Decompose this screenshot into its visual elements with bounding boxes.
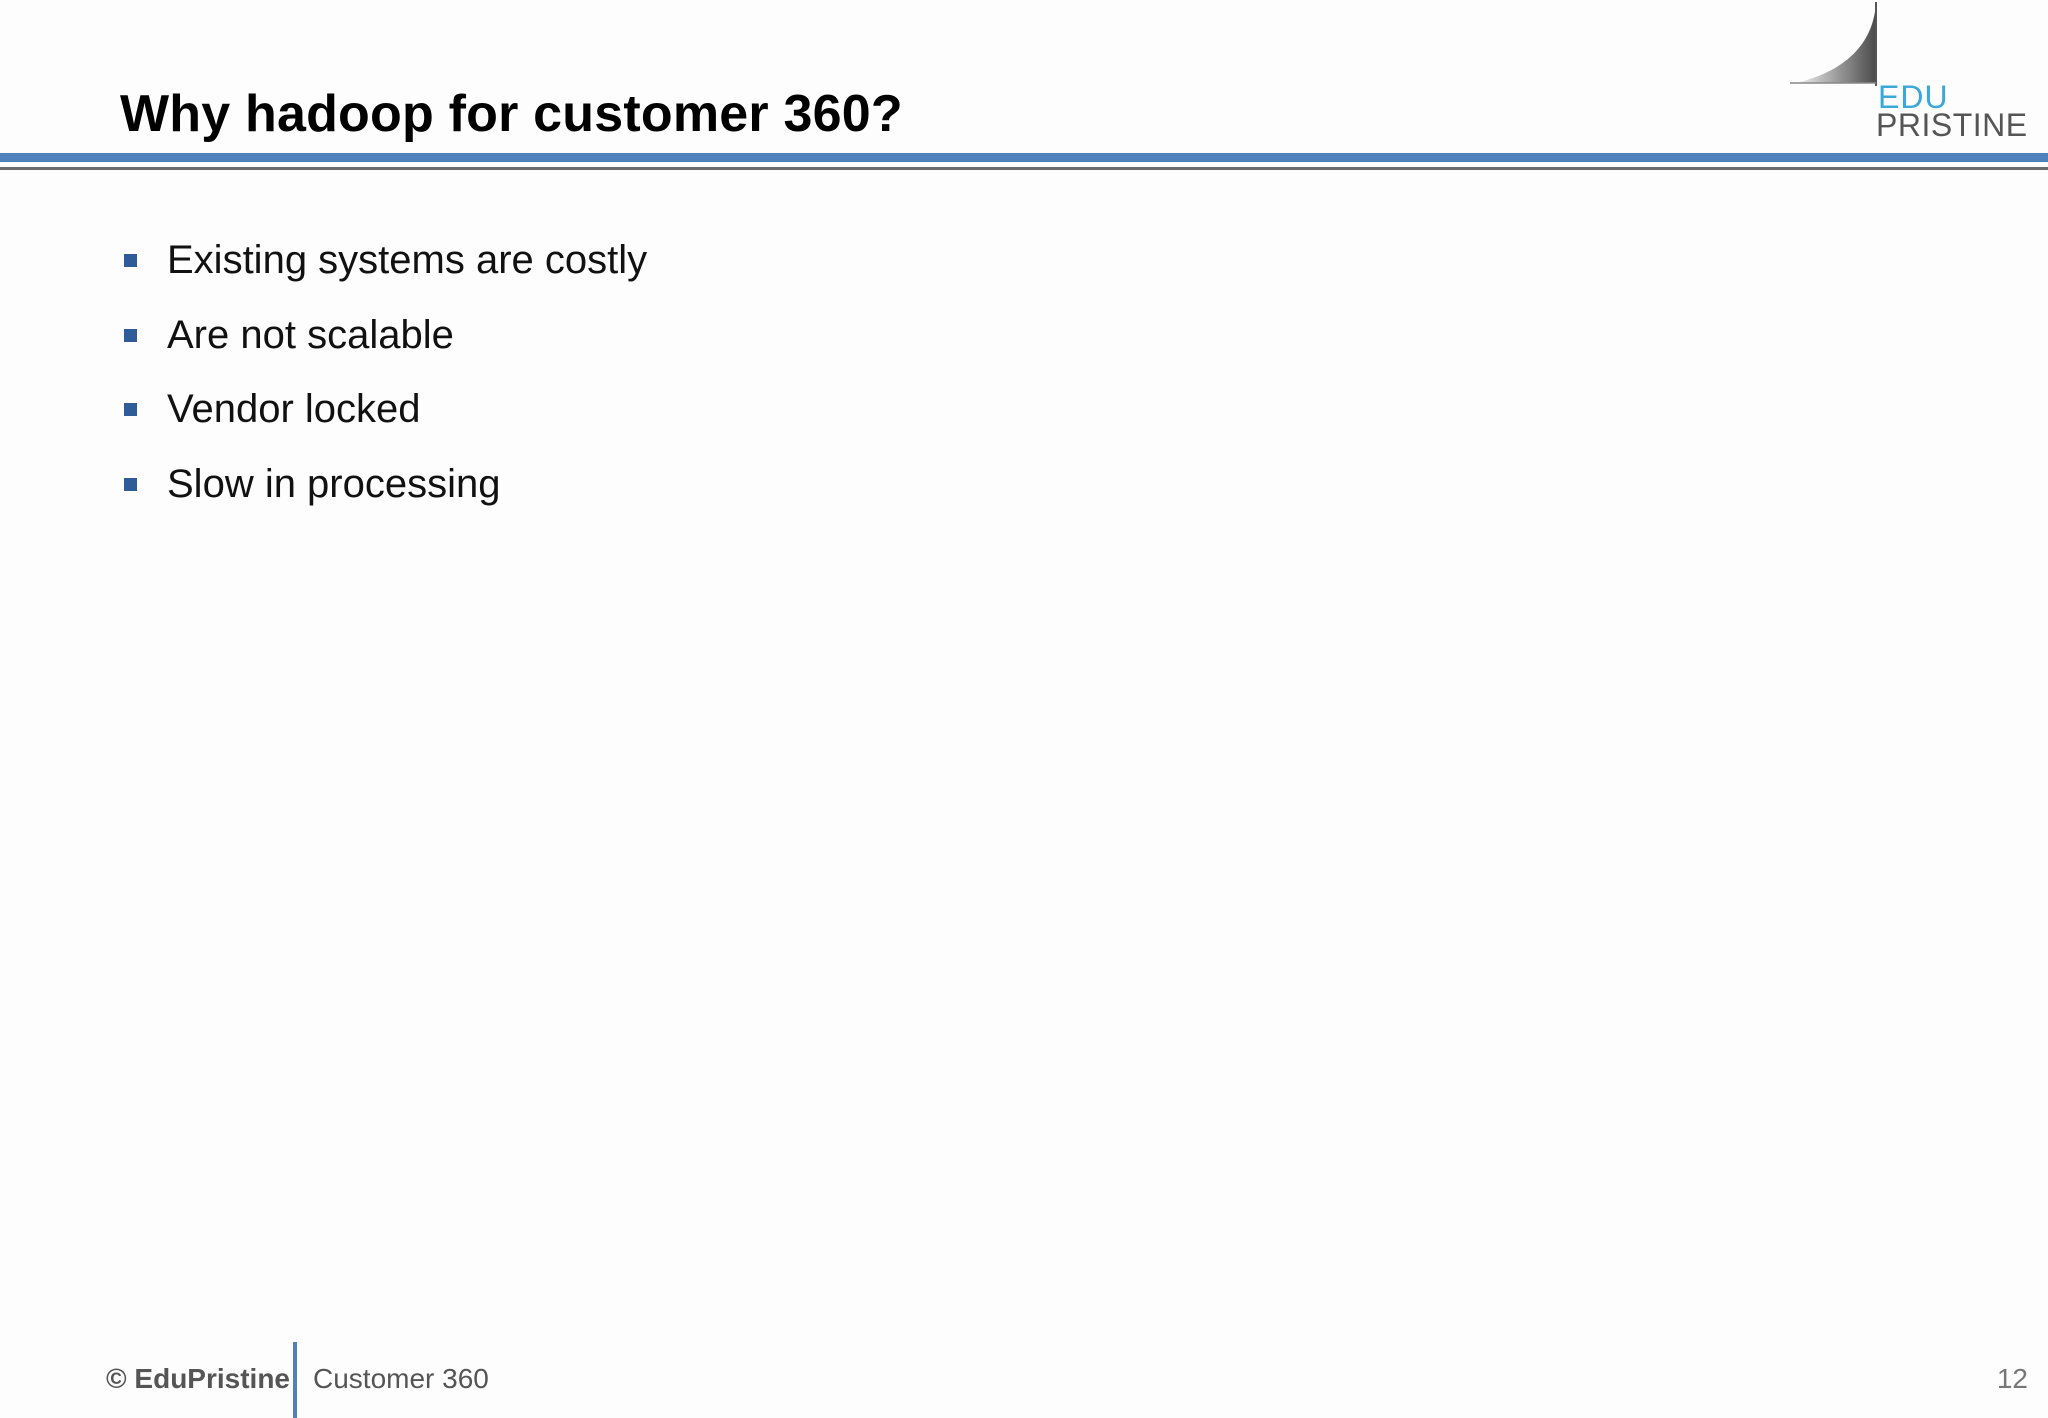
- page-number: 12: [1996, 1363, 2028, 1394]
- square-bullet-icon: [124, 254, 137, 267]
- logo-text-edu: EDU: [1878, 79, 1949, 115]
- bullet-text: Are not scalable: [167, 312, 454, 357]
- footer-divider: [293, 1342, 297, 1418]
- header-rule-blue: [0, 153, 2048, 162]
- edupristine-logo: EDU PRISTINE: [1790, 2, 2028, 142]
- square-bullet-icon: [124, 477, 137, 491]
- footer-copyright: © EduPristine: [106, 1363, 290, 1394]
- header-rule-gray: [0, 167, 2048, 170]
- bullet-text: Vendor locked: [167, 387, 421, 431]
- logo-sail-shape: [1796, 2, 1876, 83]
- slide-title: Why hadoop for customer 360?: [120, 85, 903, 143]
- bullet-text: Slow in processing: [167, 461, 501, 506]
- square-bullet-icon: [124, 328, 137, 342]
- logo-text-pristine: PRISTINE: [1876, 107, 2028, 142]
- footer-course-name: Customer 360: [313, 1363, 489, 1394]
- square-bullet-icon: [124, 403, 137, 416]
- bullet-text: Existing systems are costly: [167, 238, 648, 282]
